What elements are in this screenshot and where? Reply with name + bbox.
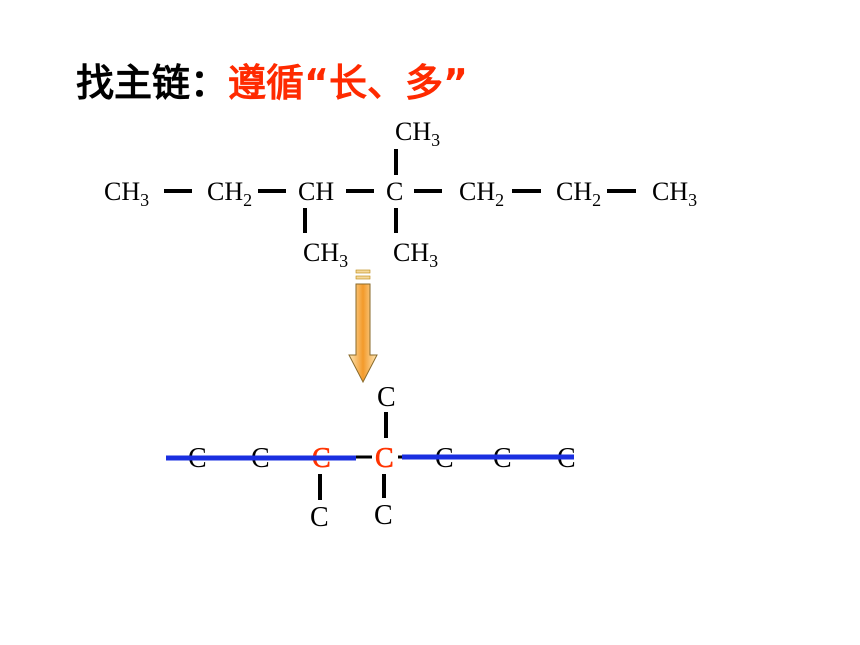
title-lead: 找主链： — [76, 61, 229, 105]
skeleton-carbon: C — [310, 502, 329, 533]
title-accent: 遵循“长、多” — [228, 61, 468, 105]
structural-formula: CH3 CH2 CH C CH2 CH2 CH3 CH3 CH3 CH3 — [104, 117, 697, 271]
group-ch3-top: CH3 — [395, 117, 440, 150]
group-ch3-left: CH3 — [104, 177, 149, 210]
group-ch3-right: CH3 — [652, 177, 697, 210]
group-ch3-below-ch: CH3 — [303, 238, 348, 271]
down-arrow-icon — [348, 269, 378, 384]
group-ch2-1: CH2 — [207, 177, 252, 210]
group-c: C — [386, 177, 403, 206]
skeleton-carbon: C — [377, 382, 396, 413]
group-ch2-2: CH2 — [459, 177, 504, 210]
carbon-skeleton: C C C C C C C C C C — [166, 382, 576, 533]
group-ch3-below-c: CH3 — [393, 238, 438, 271]
group-ch: CH — [298, 177, 334, 206]
skeleton-carbon: C — [374, 500, 393, 531]
group-ch2-3: CH2 — [556, 177, 601, 210]
page-title: 找主链：遵循“长、多” — [76, 52, 468, 107]
skeleton-carbon-highlight: C — [375, 443, 394, 474]
